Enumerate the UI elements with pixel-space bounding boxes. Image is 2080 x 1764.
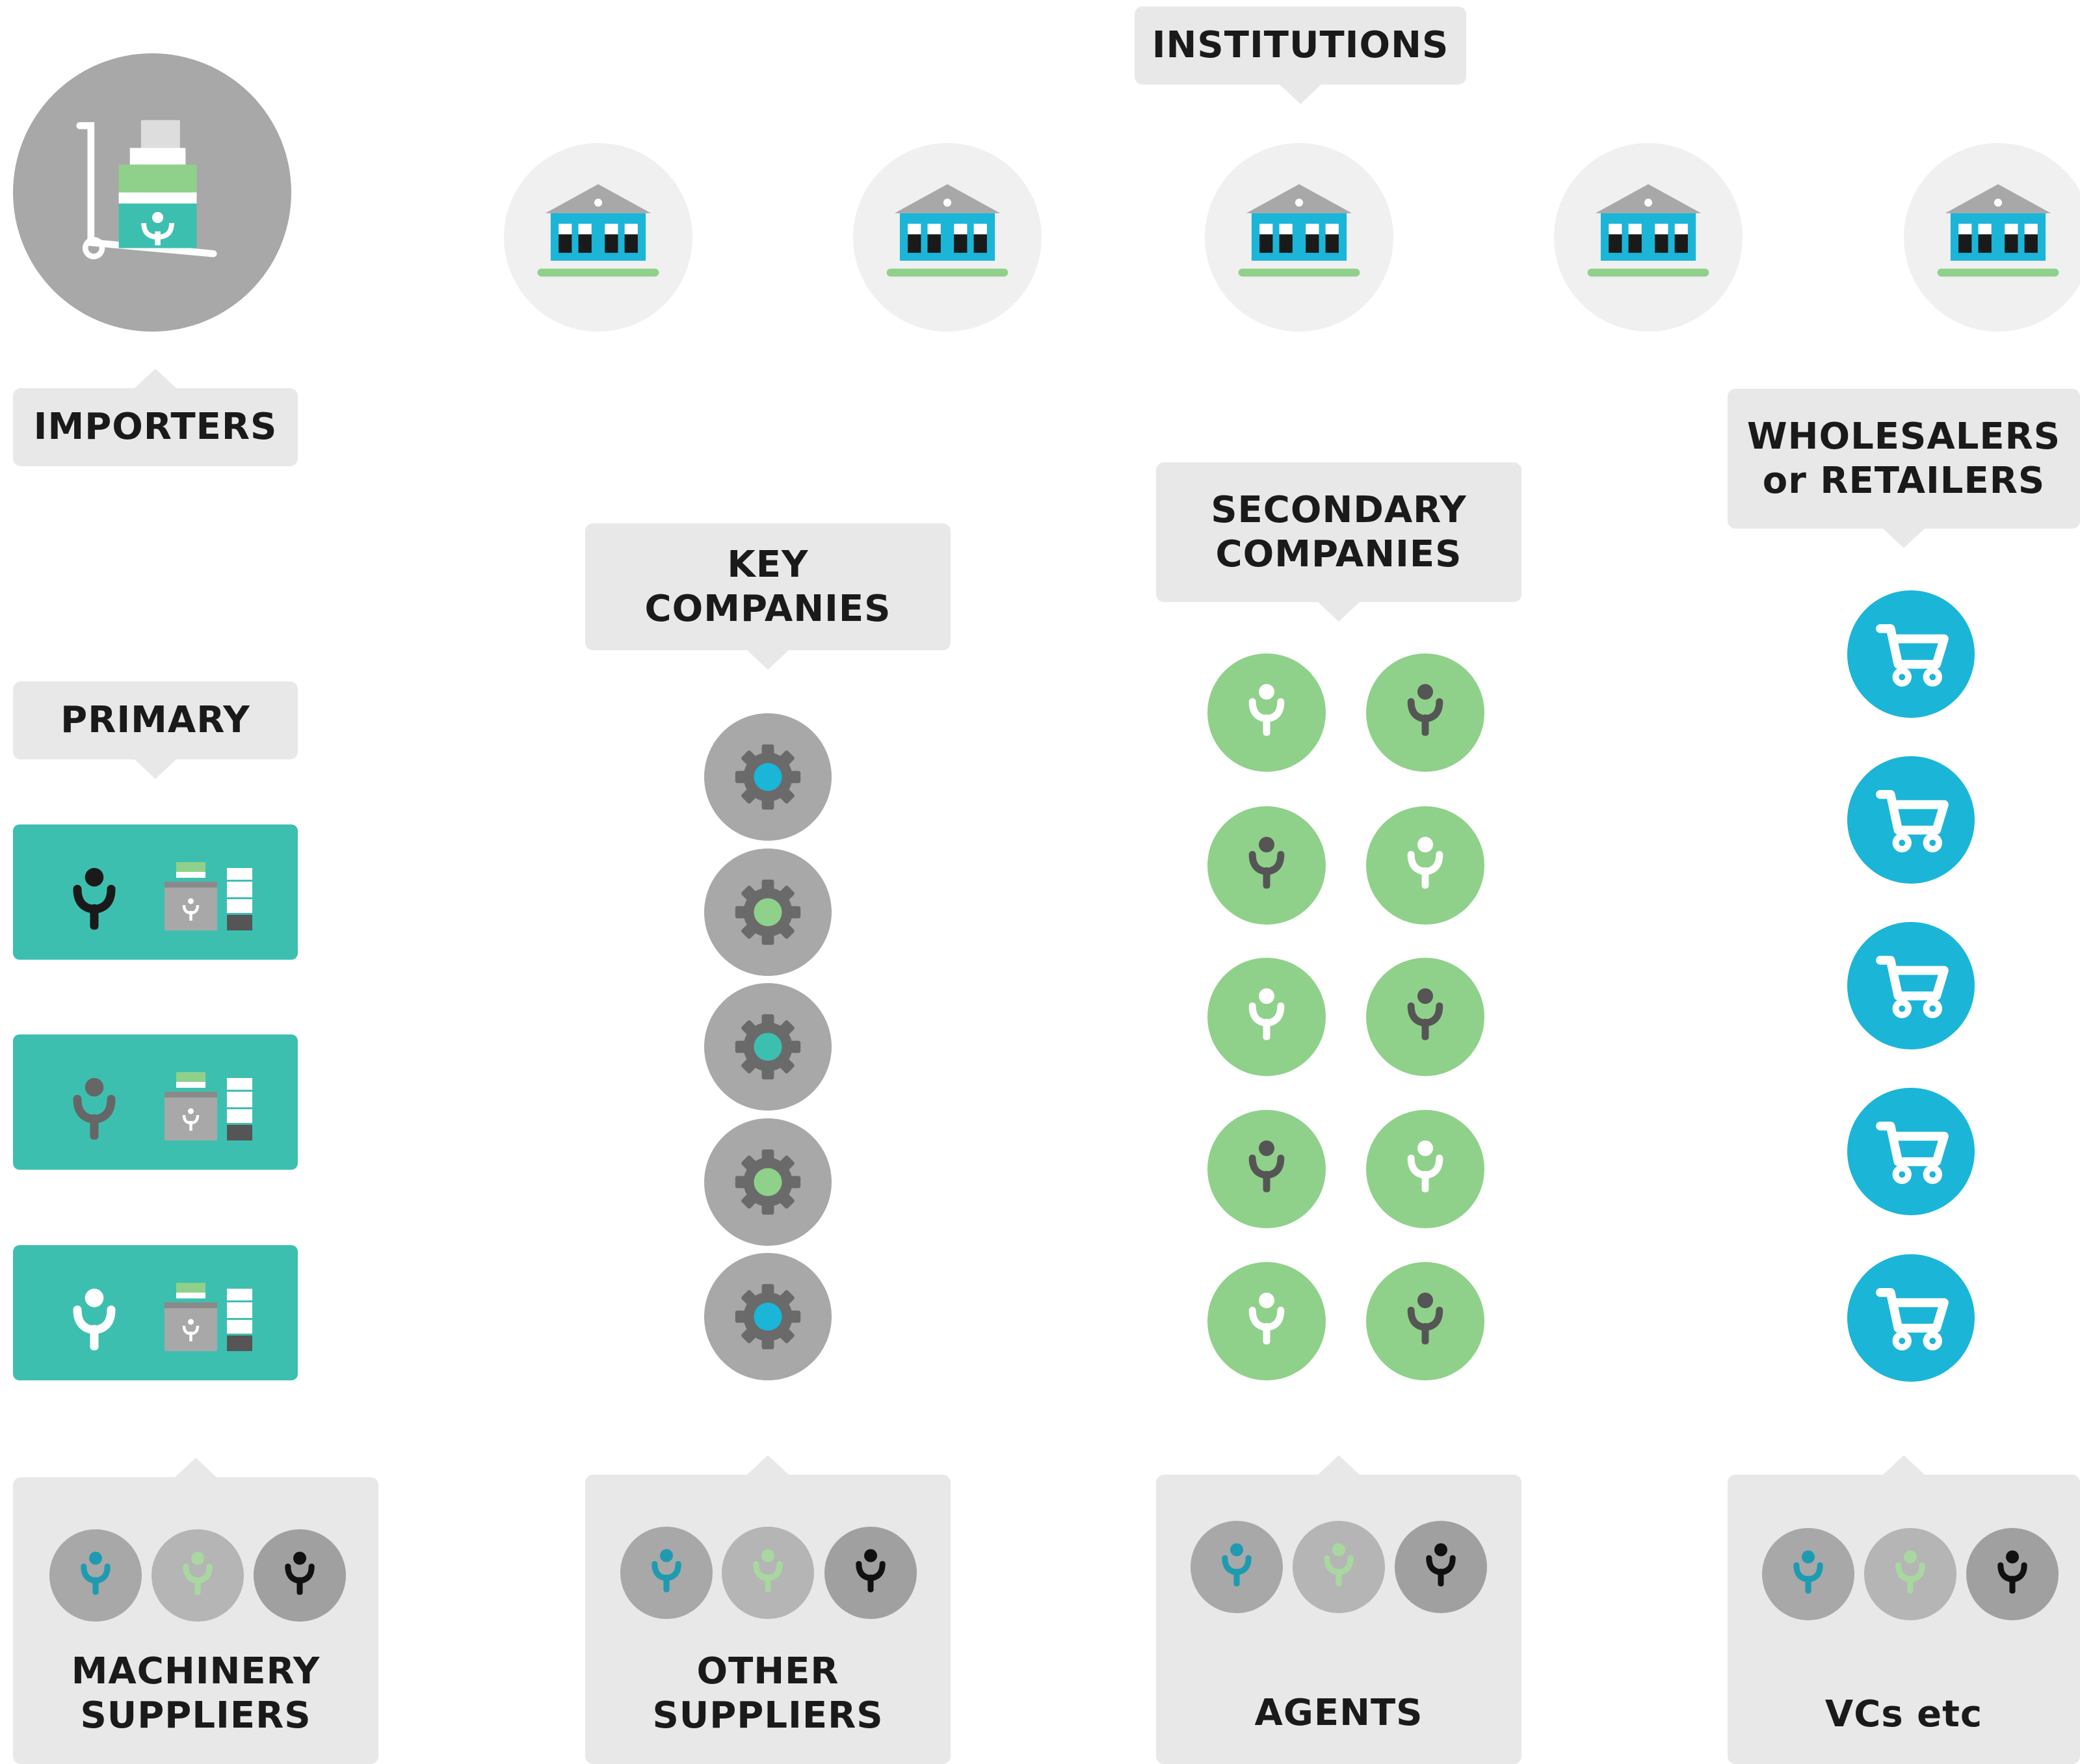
- secondary-company-person-icon: [1366, 1110, 1484, 1228]
- institutions-label: INSTITUTIONS: [1135, 7, 1466, 104]
- key-company-gear-icon-1: [704, 713, 832, 841]
- crate-icon: [150, 1271, 273, 1369]
- person-icon: [1966, 1528, 2059, 1620]
- person-icon: [151, 1529, 244, 1622]
- institution-bank-icon-3: [1205, 143, 1393, 332]
- secondary-company-person-icon: [1207, 958, 1326, 1076]
- key-company-gear-icon-4: [704, 1118, 832, 1246]
- vcs-group: VCs etc: [1728, 1455, 2080, 1764]
- wholesalers-retailers-label: WHOLESALERS or RETAILERS: [1728, 389, 2080, 548]
- retailer-shopping-cart-icon-1: [1847, 590, 1975, 718]
- primary-card-3: [13, 1245, 298, 1380]
- vcs-label: VCs etc: [1824, 1693, 1983, 1735]
- primary-card-2: [13, 1034, 298, 1170]
- primary-label: PRIMARY: [13, 681, 298, 779]
- person-icon: [52, 1278, 137, 1362]
- crate-icon: [150, 850, 273, 948]
- institution-bank-icon-4: [1554, 143, 1743, 332]
- other-suppliers-label: OTHER SUPPLIERS: [652, 1650, 884, 1737]
- institution-bank-icon-1: [504, 143, 692, 332]
- secondary-company-person-icon: [1366, 806, 1484, 925]
- key-companies-label: KEY COMPANIES: [585, 523, 951, 670]
- key-company-gear-icon-5: [704, 1253, 832, 1380]
- key-company-gear-icon-2: [704, 849, 832, 976]
- person-icon: [52, 857, 137, 941]
- secondary-company-person-icon: [1207, 1110, 1326, 1228]
- secondary-company-person-icon: [1366, 1262, 1484, 1380]
- machinery-suppliers-label: MACHINERY SUPPLIERS: [71, 1650, 321, 1737]
- person-icon: [1191, 1521, 1283, 1613]
- person-icon: [620, 1527, 713, 1619]
- retailer-shopping-cart-icon-2: [1847, 756, 1975, 884]
- person-icon: [1762, 1528, 1854, 1620]
- retailer-shopping-cart-icon-4: [1847, 1088, 1975, 1215]
- importers-hand-truck-icon: [13, 53, 291, 332]
- secondary-company-person-icon: [1366, 958, 1484, 1076]
- person-icon: [49, 1529, 142, 1622]
- key-company-gear-icon-3: [704, 983, 832, 1111]
- person-icon: [824, 1527, 917, 1619]
- crate-icon: [150, 1060, 273, 1158]
- importers-label: IMPORTERS: [13, 369, 298, 466]
- retailer-shopping-cart-icon-5: [1847, 1254, 1975, 1382]
- machinery-suppliers-group: MACHINERY SUPPLIERS: [13, 1458, 378, 1764]
- agents-label: AGENTS: [1254, 1692, 1423, 1734]
- secondary-company-person-icon: [1207, 806, 1326, 925]
- person-icon: [1293, 1521, 1385, 1613]
- person-icon: [722, 1527, 814, 1619]
- other-suppliers-group: OTHER SUPPLIERS: [585, 1455, 951, 1764]
- person-icon: [1864, 1528, 1956, 1620]
- primary-card-1: [13, 824, 298, 960]
- secondary-companies-label: SECONDARY COMPANIES: [1156, 462, 1521, 622]
- person-icon: [254, 1529, 346, 1622]
- person-icon: [1395, 1521, 1487, 1613]
- secondary-company-person-icon: [1366, 653, 1484, 772]
- institution-bank-icon-2: [853, 143, 1042, 332]
- institution-bank-icon-5: [1904, 143, 2080, 332]
- retailer-shopping-cart-icon-3: [1847, 922, 1975, 1049]
- person-icon: [52, 1067, 137, 1152]
- secondary-company-person-icon: [1207, 1262, 1326, 1380]
- agents-group: AGENTS: [1156, 1455, 1521, 1764]
- secondary-company-person-icon: [1207, 653, 1326, 772]
